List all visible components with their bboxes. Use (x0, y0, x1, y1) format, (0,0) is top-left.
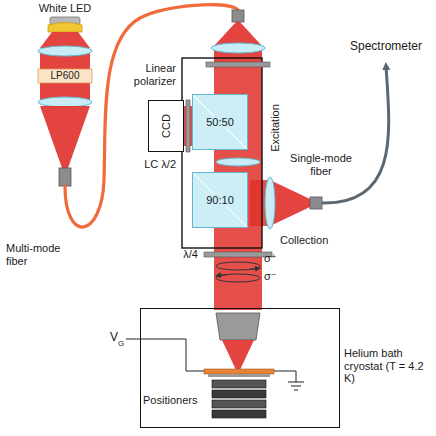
positioner-stack (212, 380, 266, 418)
node-label: 50:50 (204, 116, 236, 129)
source-label: White LED (25, 2, 105, 15)
polarizer-label: Linear polarizer (106, 62, 176, 87)
ground-symbol (288, 382, 304, 390)
white-led (38, 17, 92, 186)
ccd-box: CCD (148, 100, 184, 152)
multimode-fiber (65, 5, 238, 227)
polarization-arrow (216, 274, 260, 282)
optics-housing (182, 58, 262, 248)
positioners-label: Positioners (143, 394, 209, 407)
waveplate-label: LC λ/2 (108, 158, 176, 171)
ground-wire (274, 371, 296, 382)
port-label: Excitation (269, 104, 282, 152)
gate-wire (126, 339, 204, 371)
spectrometer-label: Spectrometer (340, 40, 432, 54)
beamsplitter-cube: 90:10 (192, 172, 248, 228)
lens (265, 177, 275, 229)
lens (211, 43, 265, 53)
polarization-arrow (216, 262, 260, 270)
fiber-connector (232, 10, 244, 22)
node-label: 90:10 (204, 194, 236, 207)
positioner-plate (212, 380, 266, 388)
positioner-plate (212, 410, 266, 418)
port-label: Collection (280, 234, 350, 247)
polarizer (206, 62, 270, 67)
fiber-label: Single-mode fiber (286, 152, 356, 177)
linear-polarizer (186, 100, 190, 152)
excitation-beam (214, 22, 262, 46)
fiber-connector (310, 197, 322, 209)
objective (216, 313, 260, 340)
quarter-wave-plate (204, 252, 272, 257)
cryostat-box: Helium bath cryostat (T = 4.2 K) (140, 308, 340, 428)
polarization-label: σ⁻ (264, 270, 288, 283)
collection-beam (270, 180, 310, 226)
polarization-label: σ⁺ (264, 252, 288, 265)
positioner-plate (212, 390, 266, 398)
waveplate-label: λ/4 (150, 248, 198, 261)
filter-label: LP600 (38, 70, 92, 82)
sample (204, 369, 274, 374)
node-label: CCD (160, 114, 173, 138)
fiber-label: Multi-mode fiber (6, 242, 72, 267)
cryostat-label: Helium bath cryostat (T = 4.2 K) (344, 347, 432, 385)
beamsplitter-cube: 50:50 (192, 94, 248, 150)
focused-beam (222, 340, 254, 370)
gate-voltage-subscript: G (118, 339, 128, 348)
positioner-plate (212, 400, 266, 408)
singlemode-fiber (322, 66, 389, 203)
